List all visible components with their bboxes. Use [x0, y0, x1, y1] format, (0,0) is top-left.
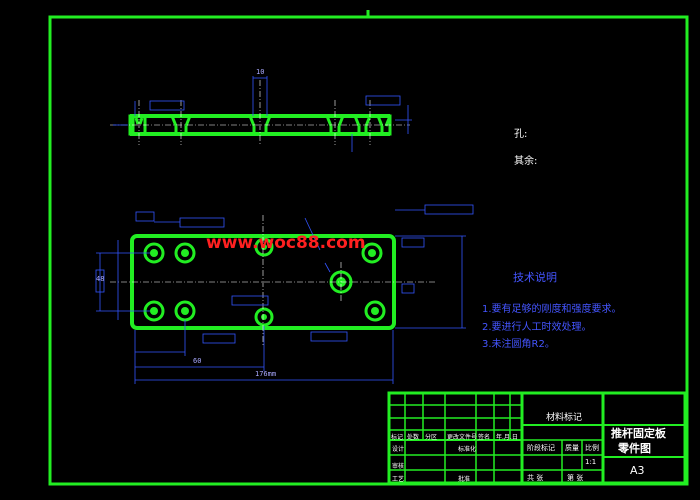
front-plan-view: [95, 204, 474, 384]
total-sheets: 共 张: [527, 474, 544, 482]
drawing-subtitle: 零件图: [618, 442, 651, 455]
tb-design: 设计: [392, 446, 405, 453]
top-hole-3: [248, 115, 272, 134]
weight-label: 质量: [565, 444, 579, 452]
tech-note-1: 1.要有足够的刚度和强度要求。: [482, 304, 622, 315]
dim-bottom-mid: 60: [193, 357, 202, 365]
scale-label: 比例: [585, 444, 599, 452]
tech-note-2: 2.要进行人工时效处理。: [482, 322, 592, 333]
sheet-size: A3: [630, 464, 645, 477]
tech-note-3: 3.未注圆角R2。: [482, 339, 555, 350]
tb-review: 审核: [392, 463, 405, 470]
top-hole-4: [325, 115, 345, 134]
roughness-rest-label: 其余:: [514, 156, 538, 167]
tech-notes-heading: 技术说明: [513, 271, 557, 284]
title-block: [387, 391, 687, 485]
tb-label-zone: 分区: [425, 434, 438, 441]
stage-mark-label: 阶段标记: [527, 444, 555, 452]
plan-hole-2: [174, 242, 196, 264]
tb-label-count: 处数: [407, 434, 420, 441]
drawing-title: 推杆固定板: [611, 427, 666, 440]
watermark-url: www.woc88.com: [206, 233, 366, 253]
tb-process: 工艺: [392, 476, 405, 483]
roughness-hole-label: 孔:: [514, 129, 528, 140]
tb-label-mark: 标记: [391, 434, 404, 441]
tb-approve: 批准: [458, 476, 471, 483]
sheet-number: 第 张: [567, 474, 584, 482]
tb-label-signature: 签名: [478, 434, 491, 441]
dim-bottom-total: 176mm: [255, 370, 277, 378]
top-hole-2: [170, 115, 192, 134]
material-mark: 材料标记: [546, 413, 583, 423]
plan-hole-8: [254, 307, 274, 327]
plan-hole-3: [254, 237, 274, 257]
plan-hole-9: [364, 300, 386, 322]
tb-standardize: 标准化: [458, 446, 477, 453]
scale-value: 1:1: [585, 458, 597, 466]
tb-label-change-doc: 更改文件号: [447, 434, 478, 441]
dim-left-height: 48: [96, 275, 105, 283]
plan-hole-5: [361, 242, 383, 264]
top-section-view: [110, 76, 412, 152]
dim-top-width: 10: [256, 68, 265, 76]
tb-label-date: 年.月.日: [496, 434, 518, 441]
top-hole-5: [353, 115, 392, 134]
